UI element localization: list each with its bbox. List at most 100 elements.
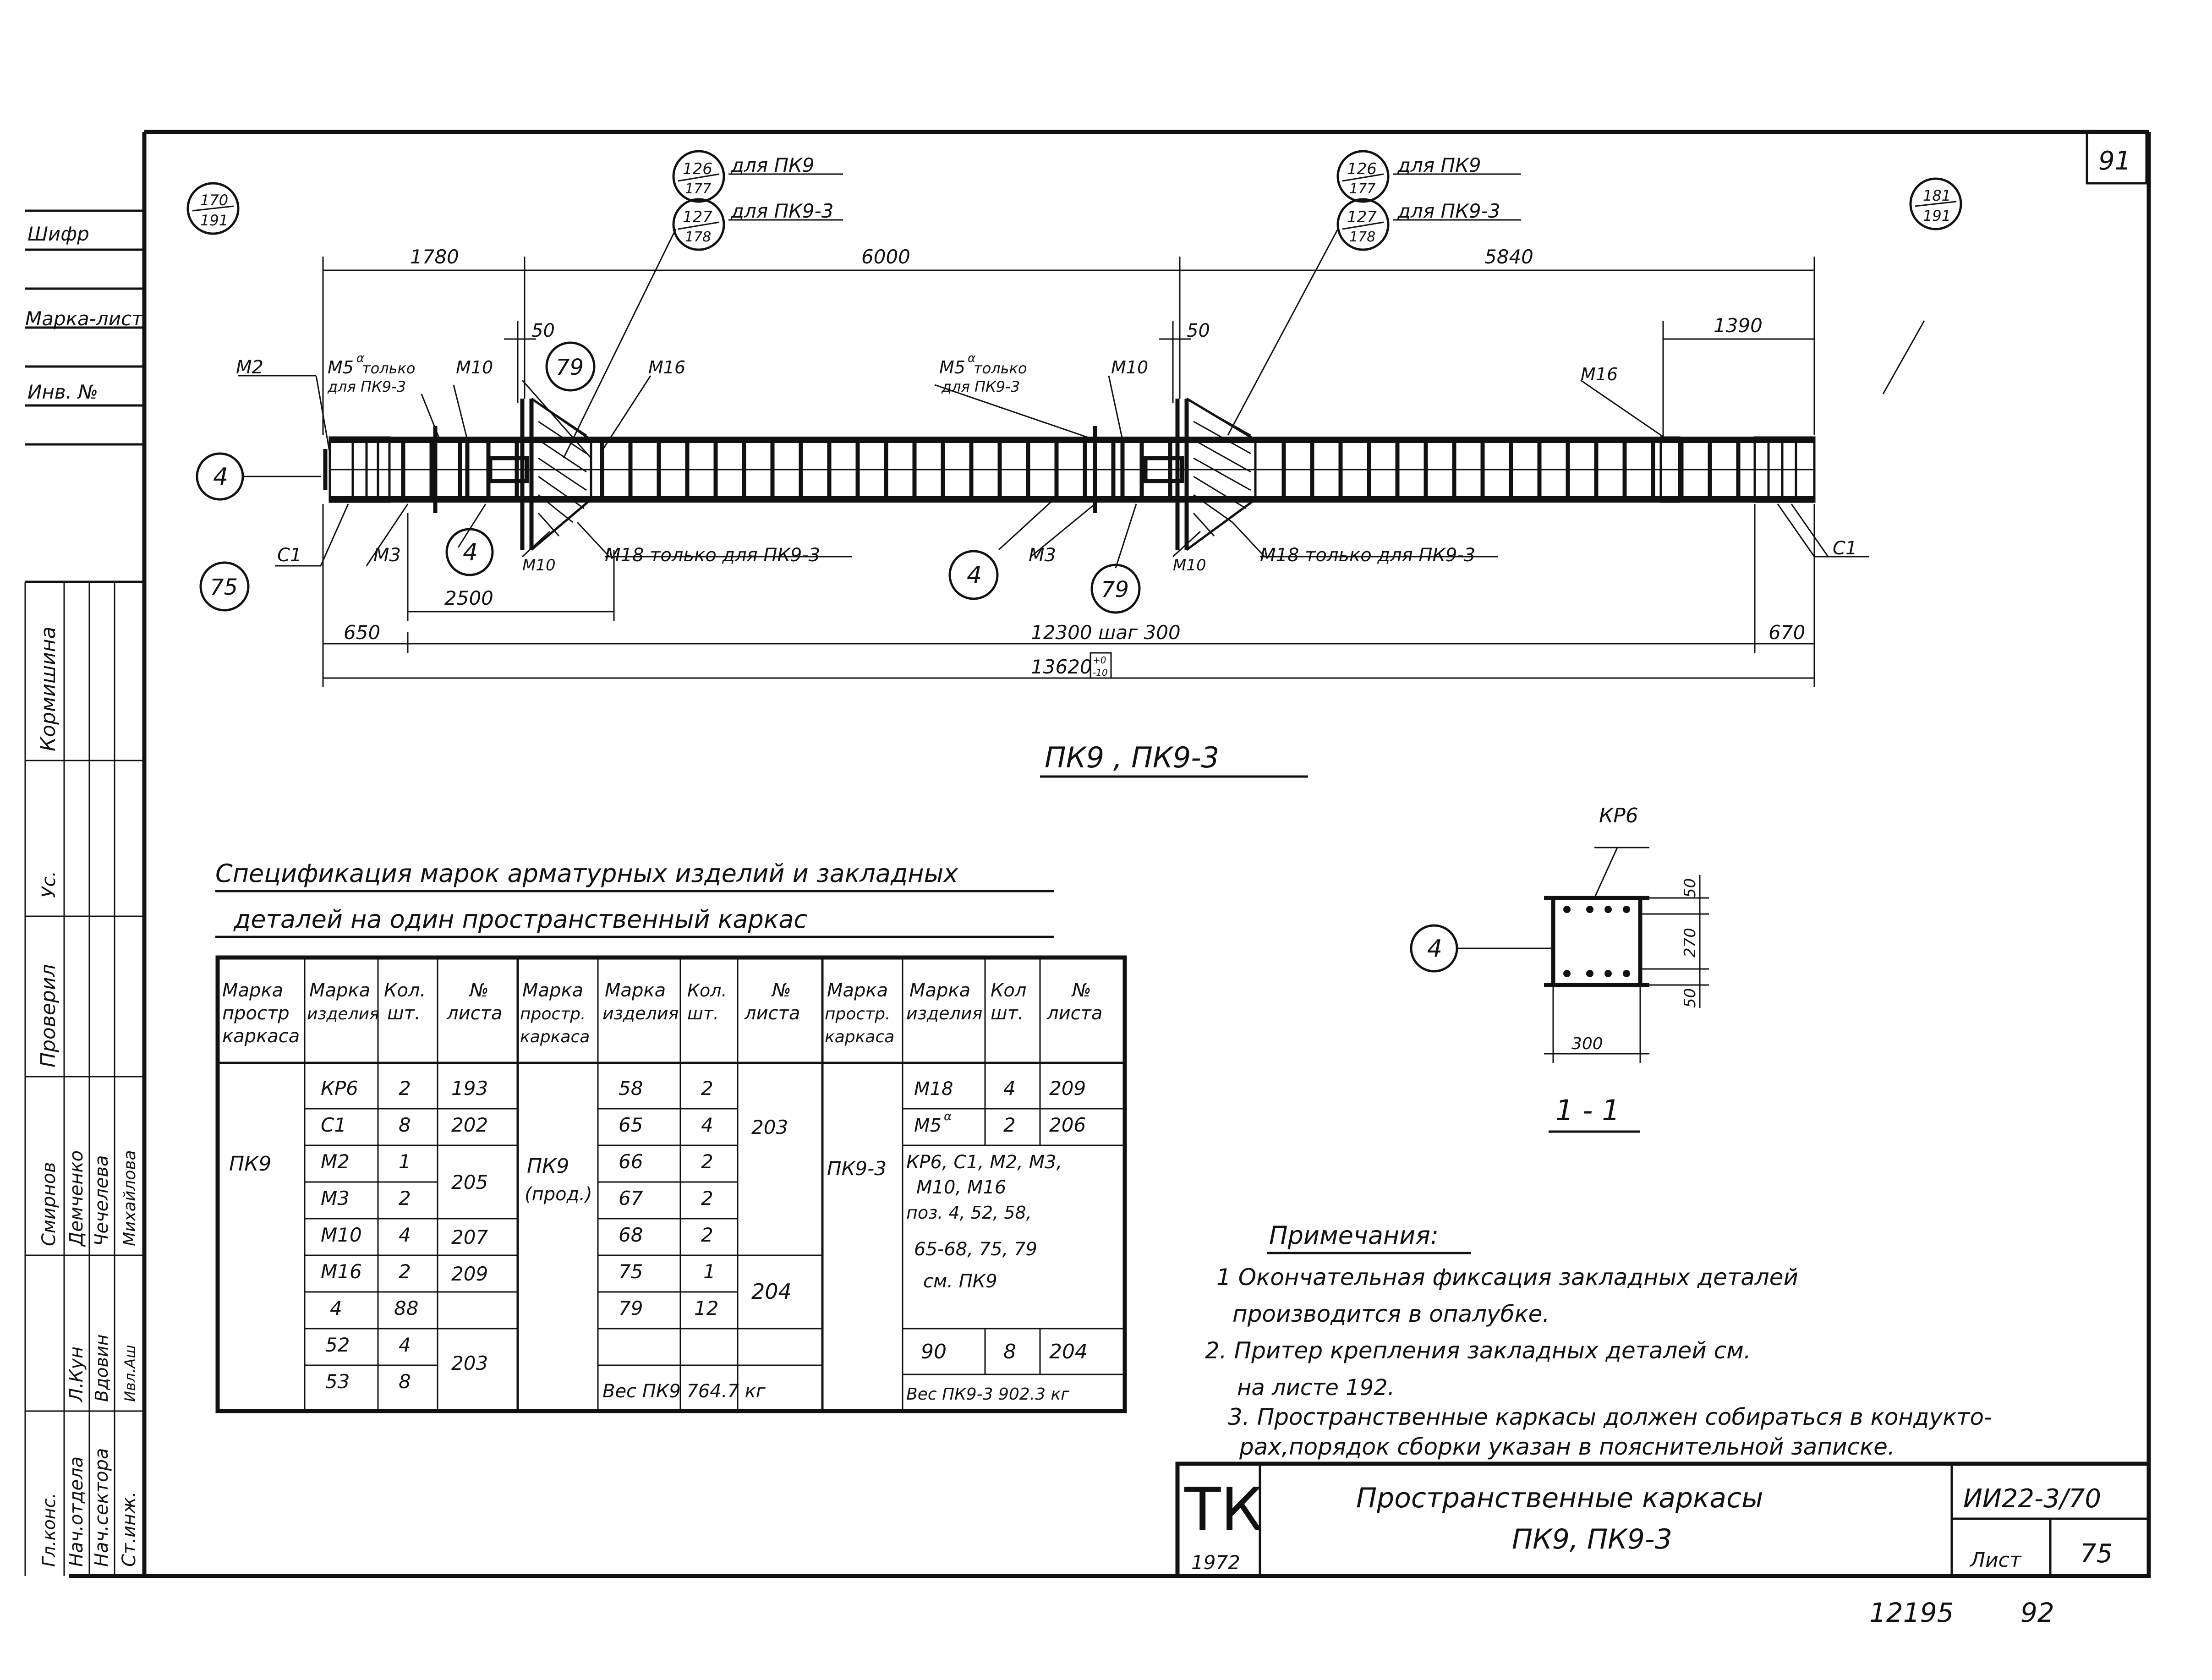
stamp-name-mikhailova: Михайлова [120,1150,139,1246]
dim-12300: 12300 шаг 300 [1031,621,1181,644]
stamp-signature-2: Вдовин [92,1334,112,1402]
label-m3a: М3 [373,545,401,566]
note-line-5: рах,порядок сборки указан в пояснительно… [1239,1434,1895,1460]
dim-1390: 1390 [1714,314,1763,337]
dim-670: 670 [1769,621,1805,644]
g3-r3-item: 90 [921,1340,947,1363]
titleblock-year: 1972 [1191,1551,1240,1574]
g2-item-1: 65 [619,1114,643,1136]
label-m5a-txt1: только [362,360,415,377]
ref-a1-note: для ПК9 [730,154,815,176]
g3-note-4: см. ПК9 [923,1271,997,1292]
titleblock-name-2: ПК9, ПК9-3 [1512,1523,1672,1555]
g2-frame-cont: (прод.) [525,1184,592,1205]
hdr-5: Марка [522,980,583,1001]
spec-title-line2: деталей на один пространственный каркас [233,905,807,934]
embedded-zone-right [1143,397,1257,551]
ref-circle-left: 170 191 [186,182,240,235]
pos-circle-75: 75 [199,561,250,612]
hdr-1b: простр [222,1003,290,1024]
g3-r3-sheet: 204 [1049,1340,1088,1363]
pos79-bottom-text: 79 [1101,577,1129,602]
g3-note-0: КР6, С1, М2, М3, [906,1152,1062,1173]
stamp-signature-1: Л.Кун [66,1346,87,1403]
g1-sheet-4: 209 [451,1263,488,1285]
ref-circle-b2: 127 178 для ПК9-3 [1336,198,1500,251]
titleblock-name-1: Пространственные каркасы [1356,1482,1763,1514]
ref-left-top: 170 [200,192,228,209]
hdr-8: № [771,980,791,1001]
label-m10c: М10 [1111,357,1148,378]
ref-a1-bottom: 177 [685,181,711,197]
ref-b1-note: для ПК9 [1397,154,1481,176]
pos-circle-79-bottom: 79 [1090,564,1141,614]
group2-rows [598,1108,822,1366]
strip-shifr: Шифр [27,223,89,245]
g3-r2-sup: α [944,1110,952,1123]
g3-r2-sheet: 206 [1049,1114,1086,1136]
label-m5a: М5 [328,357,354,378]
g3-r1-item: М18 [914,1078,953,1100]
g2-qty-2: 2 [701,1150,713,1173]
hdr-2b: изделия [307,1005,379,1023]
pos-circle-4-left: 4 [196,452,244,501]
ref-b1-bottom: 177 [1349,181,1375,197]
label-m5a-sup: α [356,351,364,365]
g2-qty-5: 1 [703,1260,716,1283]
section-dim-300: 300 [1571,1034,1603,1053]
g1-item-2: М2 [321,1150,350,1173]
label-m10a: М10 [456,357,493,378]
ref-right-bottom: 191 [1923,207,1951,224]
g1-item-8: 53 [325,1370,350,1393]
elevation-drawing: 1780 6000 5840 50 50 1390 2500 650 12300… [186,150,1962,778]
g1-item-0: КР6 [321,1077,358,1100]
pos-circle-79-top: 79 [545,341,596,392]
titleblock-list-value: 75 [2080,1539,2113,1569]
sheet-frame: 91 [69,130,2151,1578]
label-c1a: С1 [277,545,301,566]
pos4-left-text: 4 [213,463,228,491]
g2-item-3: 67 [619,1187,643,1209]
label-c1b: С1 [1833,538,1857,559]
g1-item-4: М10 [321,1224,362,1246]
notes-title: Примечания: [1269,1221,1439,1250]
bottom-number: 12195 [1869,1597,1954,1628]
label-m3b: М3 [1029,545,1056,566]
g2-sheet-1: 204 [751,1279,792,1304]
ref-circle-b1: 126 177 для ПК9 [1336,150,1481,203]
g1-sheet-3: 207 [451,1226,488,1248]
g1-item-3: М3 [321,1187,350,1209]
note-line-1: производится в опалубке. [1232,1301,1549,1327]
dim-5840: 5840 [1484,246,1533,268]
hdr-4: № [469,980,489,1001]
note-line-0: 1 Окончательная фиксация закладных детал… [1216,1264,1798,1291]
section-title: 1 - 1 [1555,1094,1620,1127]
pos75-text: 75 [210,575,238,600]
leader-lines [238,173,1925,569]
g1-item-6: 4 [330,1297,342,1319]
pos79-top-text: 79 [556,355,584,380]
label-m5b-txt1: только [974,360,1027,377]
ref-circle-right: 181 191 [1909,177,1962,230]
hdr-9c: каркаса [825,1028,894,1046]
g2-qty-1: 4 [701,1114,713,1136]
right-end-cage [1753,436,1816,503]
g2-qty-0: 2 [701,1077,713,1100]
ref-b2-note: для ПК9-3 [1397,200,1500,222]
g3-note-2: поз. 4, 52, 58, [906,1203,1032,1223]
hdr-7: Кол. [687,980,727,1001]
g1-item-7: 52 [325,1334,350,1356]
stamp-label-nach-sektora: Нач.сектора [91,1448,112,1567]
g3-r1-qty: 4 [1003,1077,1016,1100]
note-line-2: 2. Притер крепления закладных деталей см… [1205,1337,1751,1364]
hdr-6b: изделия [602,1003,679,1023]
label-m5a-txt2: для ПК9-3 [327,378,406,395]
title-block: ТК 1972 Пространственные каркасы ПК9, ПК… [1175,1461,2151,1578]
section-label: КР6 [1599,804,1638,827]
pos-circle-4-mid: 4 [445,528,494,576]
dim-650: 650 [344,621,380,644]
stamp-name-checheleva: Чечелева [91,1155,112,1246]
label-m10d: М10 [1173,556,1206,575]
label-m5b-txt2: для ПК9-3 [941,378,1020,395]
spec-table: Спецификация марок арматурных изделий и … [215,859,1127,1413]
